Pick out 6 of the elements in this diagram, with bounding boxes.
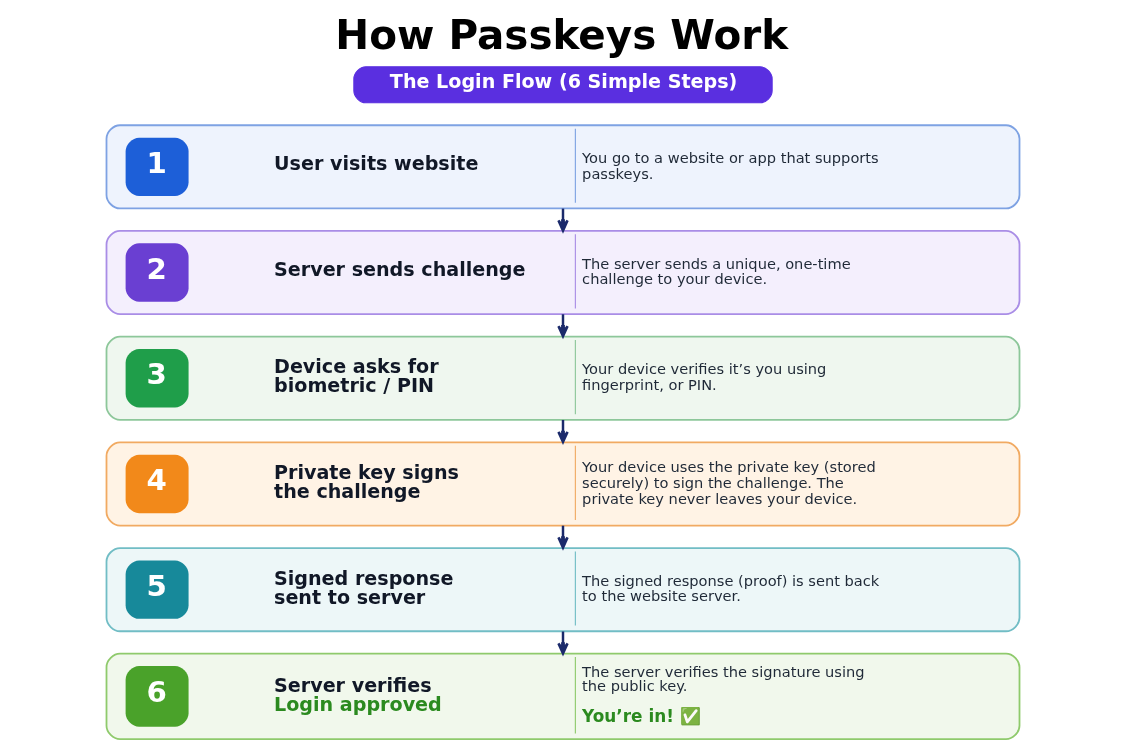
node-box: 4 Private key signs the challenge Your device uses the private key (stored securely) to sign the challenge. The private key never leaves your device. bbox=[105, 441, 1021, 527]
node-box: 3 Device asks for biometric / PIN Your device verifies it’s you using fingerprint, or PIN. bbox=[105, 335, 1021, 421]
node-box: The Login Flow (6 Simple Steps) bbox=[353, 66, 773, 104]
diagram-title: How Passkeys Work bbox=[335, 10, 789, 59]
node-box: 6 Server verifies Login approved The server verifies the signature using the public key. You’re in! ✅ bbox=[105, 652, 1021, 741]
node-box: 1 User visits website You go to a website or app that supports passkeys. bbox=[105, 124, 1021, 210]
